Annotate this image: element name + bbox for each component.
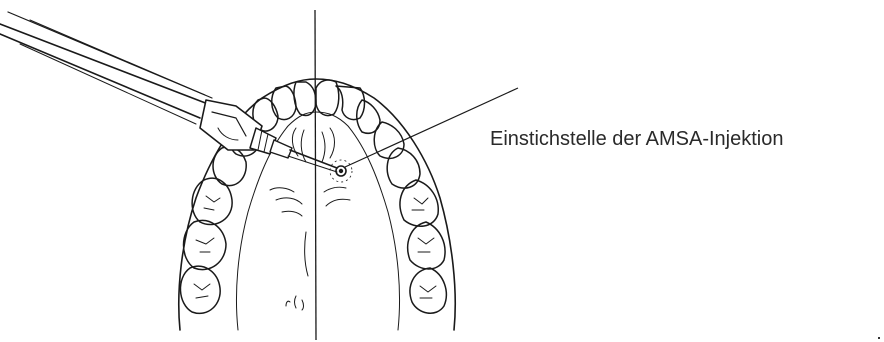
- injection-site-label: Einstichstelle der AMSA-Injektion: [490, 128, 783, 151]
- syringe: [0, 12, 337, 172]
- corner-mark: [878, 337, 880, 339]
- midline: [315, 10, 316, 340]
